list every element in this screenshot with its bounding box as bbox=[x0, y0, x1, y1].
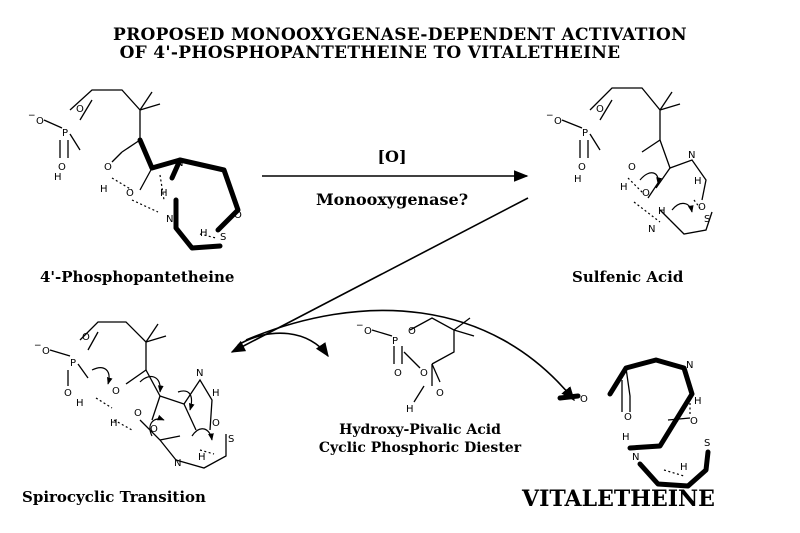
charge-minus: − bbox=[34, 341, 42, 351]
atom-h: H bbox=[658, 206, 666, 217]
atom-h: H bbox=[110, 418, 118, 429]
atom-o: O bbox=[554, 116, 562, 127]
atom-o: O bbox=[394, 368, 402, 379]
atom-h: H bbox=[574, 174, 582, 185]
atom-h: H bbox=[198, 452, 206, 463]
atom-o: O bbox=[698, 202, 706, 213]
atom-o: O bbox=[628, 162, 636, 173]
atom-p: P bbox=[70, 358, 76, 369]
atom-p: P bbox=[582, 128, 588, 139]
atom-h: H bbox=[680, 462, 688, 473]
charge-minus: − bbox=[28, 111, 36, 121]
atom-o: O bbox=[364, 326, 372, 337]
atom-h: H bbox=[694, 176, 702, 187]
title-line-2: OF 4'-PHOSPHOPANTETHEINE TO VITALETHEINE bbox=[120, 43, 621, 63]
atom-o: O bbox=[36, 116, 44, 127]
atom-p: P bbox=[62, 128, 68, 139]
atom-h: H bbox=[200, 228, 208, 239]
atom-h: H bbox=[100, 184, 108, 195]
label-diester-line-1: Hydroxy-Pivalic Acid bbox=[339, 422, 501, 438]
atom-o: O bbox=[126, 188, 134, 199]
atom-o: O bbox=[642, 188, 650, 199]
atom-o: O bbox=[134, 408, 142, 419]
molecule-spirocyclic-transition: O P O − O H O H O O N H O S N H bbox=[34, 321, 234, 469]
atom-o: O bbox=[624, 412, 632, 423]
label-phosphopantetheine: 4'-Phosphopantetheine bbox=[40, 268, 234, 286]
atom-p: P bbox=[392, 336, 398, 347]
atom-o: O bbox=[212, 418, 220, 429]
atom-s: S bbox=[220, 232, 226, 243]
atom-o: O bbox=[58, 162, 66, 173]
atom-h: H bbox=[694, 396, 702, 407]
molecule-cyclic-diester: O P O − O O O H bbox=[356, 317, 475, 415]
title-line-1: PROPOSED MONOOXYGENASE-DEPENDENT ACTIVAT… bbox=[113, 25, 687, 45]
atom-o: O bbox=[112, 386, 120, 397]
label-spirocyclic-transition: Spirocyclic Transition bbox=[22, 488, 206, 506]
arrow-to-diester bbox=[237, 332, 329, 358]
atom-n: N bbox=[196, 368, 203, 379]
atom-o: O bbox=[42, 346, 50, 357]
atom-o: O bbox=[76, 104, 84, 115]
atom-o: O bbox=[690, 416, 698, 427]
atom-n: N bbox=[632, 452, 639, 463]
charge-minus: − bbox=[356, 321, 364, 331]
molecule-sulfenic-acid: O P O − O H O H O N H N H O S bbox=[546, 87, 713, 235]
label-diester-line-2: Cyclic Phosphoric Diester bbox=[319, 440, 522, 456]
atom-h: H bbox=[212, 388, 220, 399]
atom-o: O bbox=[234, 210, 242, 221]
atom-o: O bbox=[578, 162, 586, 173]
atom-s: S bbox=[704, 214, 710, 225]
atom-s: S bbox=[228, 434, 234, 445]
atom-n: N bbox=[686, 360, 693, 371]
atom-o: O bbox=[104, 162, 112, 173]
atom-o: O bbox=[436, 388, 444, 399]
atom-n: N bbox=[176, 158, 183, 169]
atom-n: N bbox=[166, 214, 173, 225]
atom-o: O bbox=[580, 394, 588, 405]
atom-n: N bbox=[174, 458, 181, 469]
atom-h: H bbox=[620, 182, 628, 193]
atom-o: O bbox=[64, 388, 72, 399]
atom-o: O bbox=[150, 424, 158, 435]
atom-h: H bbox=[160, 188, 168, 199]
label-vitaletheine: VITALETHEINE bbox=[521, 486, 715, 512]
enzyme-label: Monooxygenase? bbox=[316, 190, 468, 209]
molecule-vitaletheine: O O N H O H N H S bbox=[557, 357, 711, 489]
arrow-to-vitaletheine bbox=[245, 309, 575, 402]
atom-h: H bbox=[54, 172, 62, 183]
atom-n: N bbox=[688, 150, 695, 161]
atom-o: O bbox=[420, 368, 428, 379]
label-sulfenic-acid: Sulfenic Acid bbox=[572, 268, 684, 286]
atom-h: H bbox=[76, 398, 84, 409]
atom-h: H bbox=[622, 432, 630, 443]
atom-s: S bbox=[704, 438, 710, 449]
atom-o: O bbox=[596, 104, 604, 115]
molecule-phosphopantetheine: O P O − O H O H O N H N H S O bbox=[28, 89, 242, 251]
reagent-label: [O] bbox=[377, 147, 406, 166]
charge-minus: − bbox=[546, 111, 554, 121]
atom-h: H bbox=[406, 404, 414, 415]
atom-n: N bbox=[648, 224, 655, 235]
atom-o: O bbox=[82, 332, 90, 343]
atom-o: O bbox=[408, 326, 416, 337]
